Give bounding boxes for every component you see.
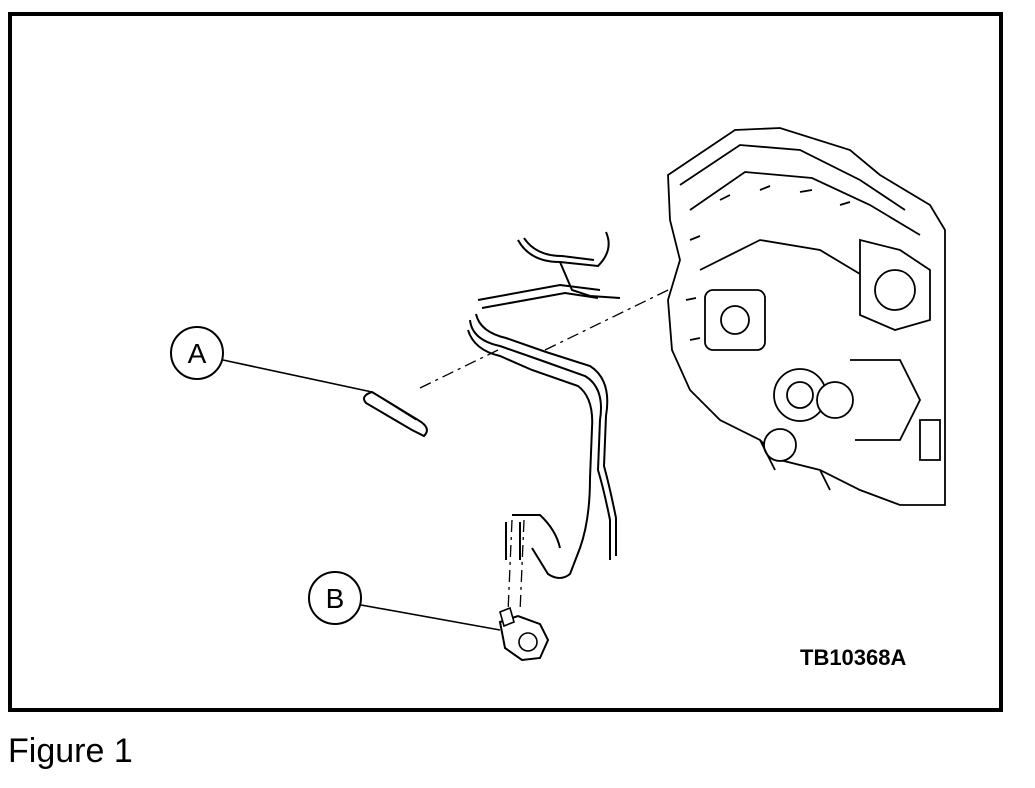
part-b-connector — [498, 606, 550, 662]
tube-harness — [467, 231, 621, 579]
callout-b: B — [308, 571, 501, 631]
callout-b-label: B — [326, 583, 345, 614]
figure-code: TB10368A — [800, 645, 907, 670]
figure-caption: Figure 1 — [8, 732, 133, 770]
engine-block — [667, 127, 946, 506]
figure-frame — [8, 12, 1003, 712]
callout-a: A — [170, 326, 373, 393]
part-a-sleeve — [363, 390, 428, 438]
callout-a-label: A — [188, 338, 207, 369]
